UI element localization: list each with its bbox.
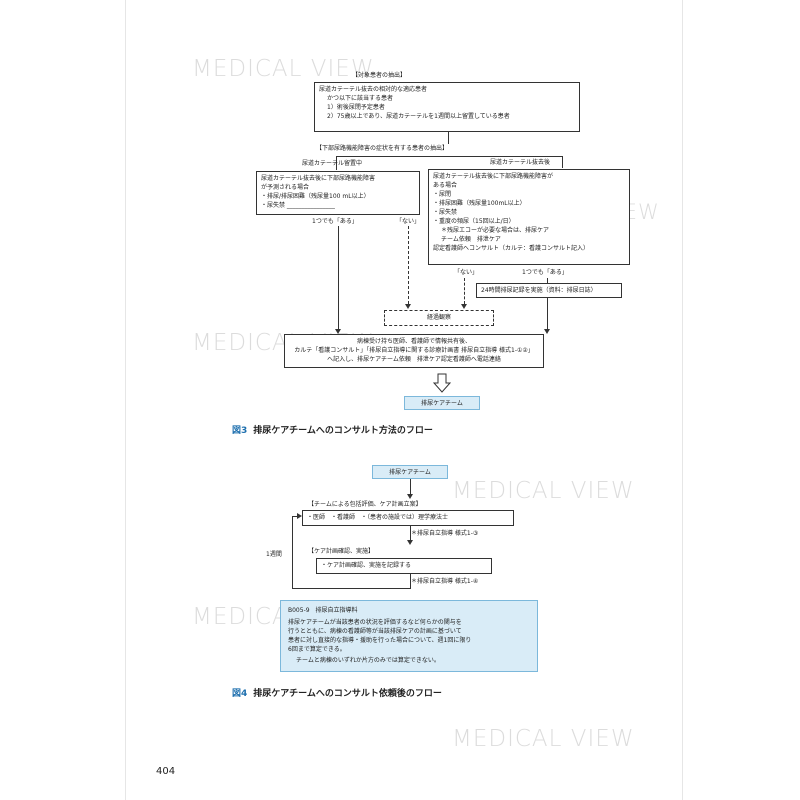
- right-no-label: 「ない」: [454, 269, 479, 276]
- plan-box: ・ケア計画確認、実施を記録する: [316, 558, 492, 574]
- eval-label: 【チームによる包括評価、ケア計画立案】: [308, 501, 422, 508]
- watermark: MEDICAL VIEW: [452, 478, 635, 504]
- eval-box: ・医師 ・看護師 ・（患者の施設では）理学療法士: [302, 510, 514, 526]
- target-patient-box: 尿道カテーテル抜去の相対的な適応患者 かつ以下に該当する患者 1）術後尿閉予定患…: [314, 82, 580, 132]
- left-no-label: 「ない」: [396, 218, 421, 225]
- page-number: 404: [156, 766, 176, 777]
- catheter-out-label: 尿道カテーテル抜去後: [490, 159, 551, 166]
- watermark: MEDICAL VIEW: [192, 56, 375, 82]
- catheter-in-criteria-box: 尿道カテーテル抜去後に下部尿路機能障害 が予測される場合 ・排尿/排尿困難（残尿…: [256, 171, 420, 215]
- plan-label: 【ケア計画確認、実施】: [308, 548, 375, 555]
- care-team-box-fig4: 排尿ケアチーム: [372, 465, 448, 479]
- document-page: MEDICAL VIEW MEDICAL VIEW MEDICAL VIEW M…: [126, 0, 682, 800]
- consult-process-box: 病棟受け持ち医師、看護師で情報共有後、 カルテ「看護コンサルト」「排尿自立指導に…: [284, 334, 544, 368]
- eval-note: ＊排尿自立指導 様式1-③: [411, 530, 479, 537]
- catheter-out-criteria-box: 尿道カテーテル抜去後に下部尿路機能障害が ある場合 ・尿閉 ・排尿困難（残尿量1…: [428, 169, 630, 265]
- loop-label: 1週間: [266, 551, 282, 558]
- symptom-extract-label: 【下部尿路機能障害の症状を有する患者の抽出】: [316, 145, 449, 152]
- care-team-box: 排尿ケアチーム: [404, 396, 480, 410]
- info-box: B005-9 排尿自立指導料 排尿ケアチームが当該患者の状況を評価するなど何らか…: [280, 600, 538, 672]
- down-arrow-icon: [432, 373, 452, 393]
- watermark: MEDICAL VIEW: [452, 726, 635, 752]
- left-yes-label: 1つでも「ある」: [312, 218, 358, 225]
- bladder-diary-box: 24時間排尿記録を実施（資料：排尿日誌）: [476, 283, 622, 298]
- catheter-in-label: 尿道カテーテル留置中: [302, 160, 363, 167]
- target-extract-label: 【対象患者の抽出】: [352, 72, 407, 79]
- right-yes-label: 1つでも「ある」: [522, 269, 568, 276]
- plan-note: ＊排尿自立指導 様式1-④: [411, 578, 479, 585]
- observation-box: 経過観察: [384, 310, 494, 326]
